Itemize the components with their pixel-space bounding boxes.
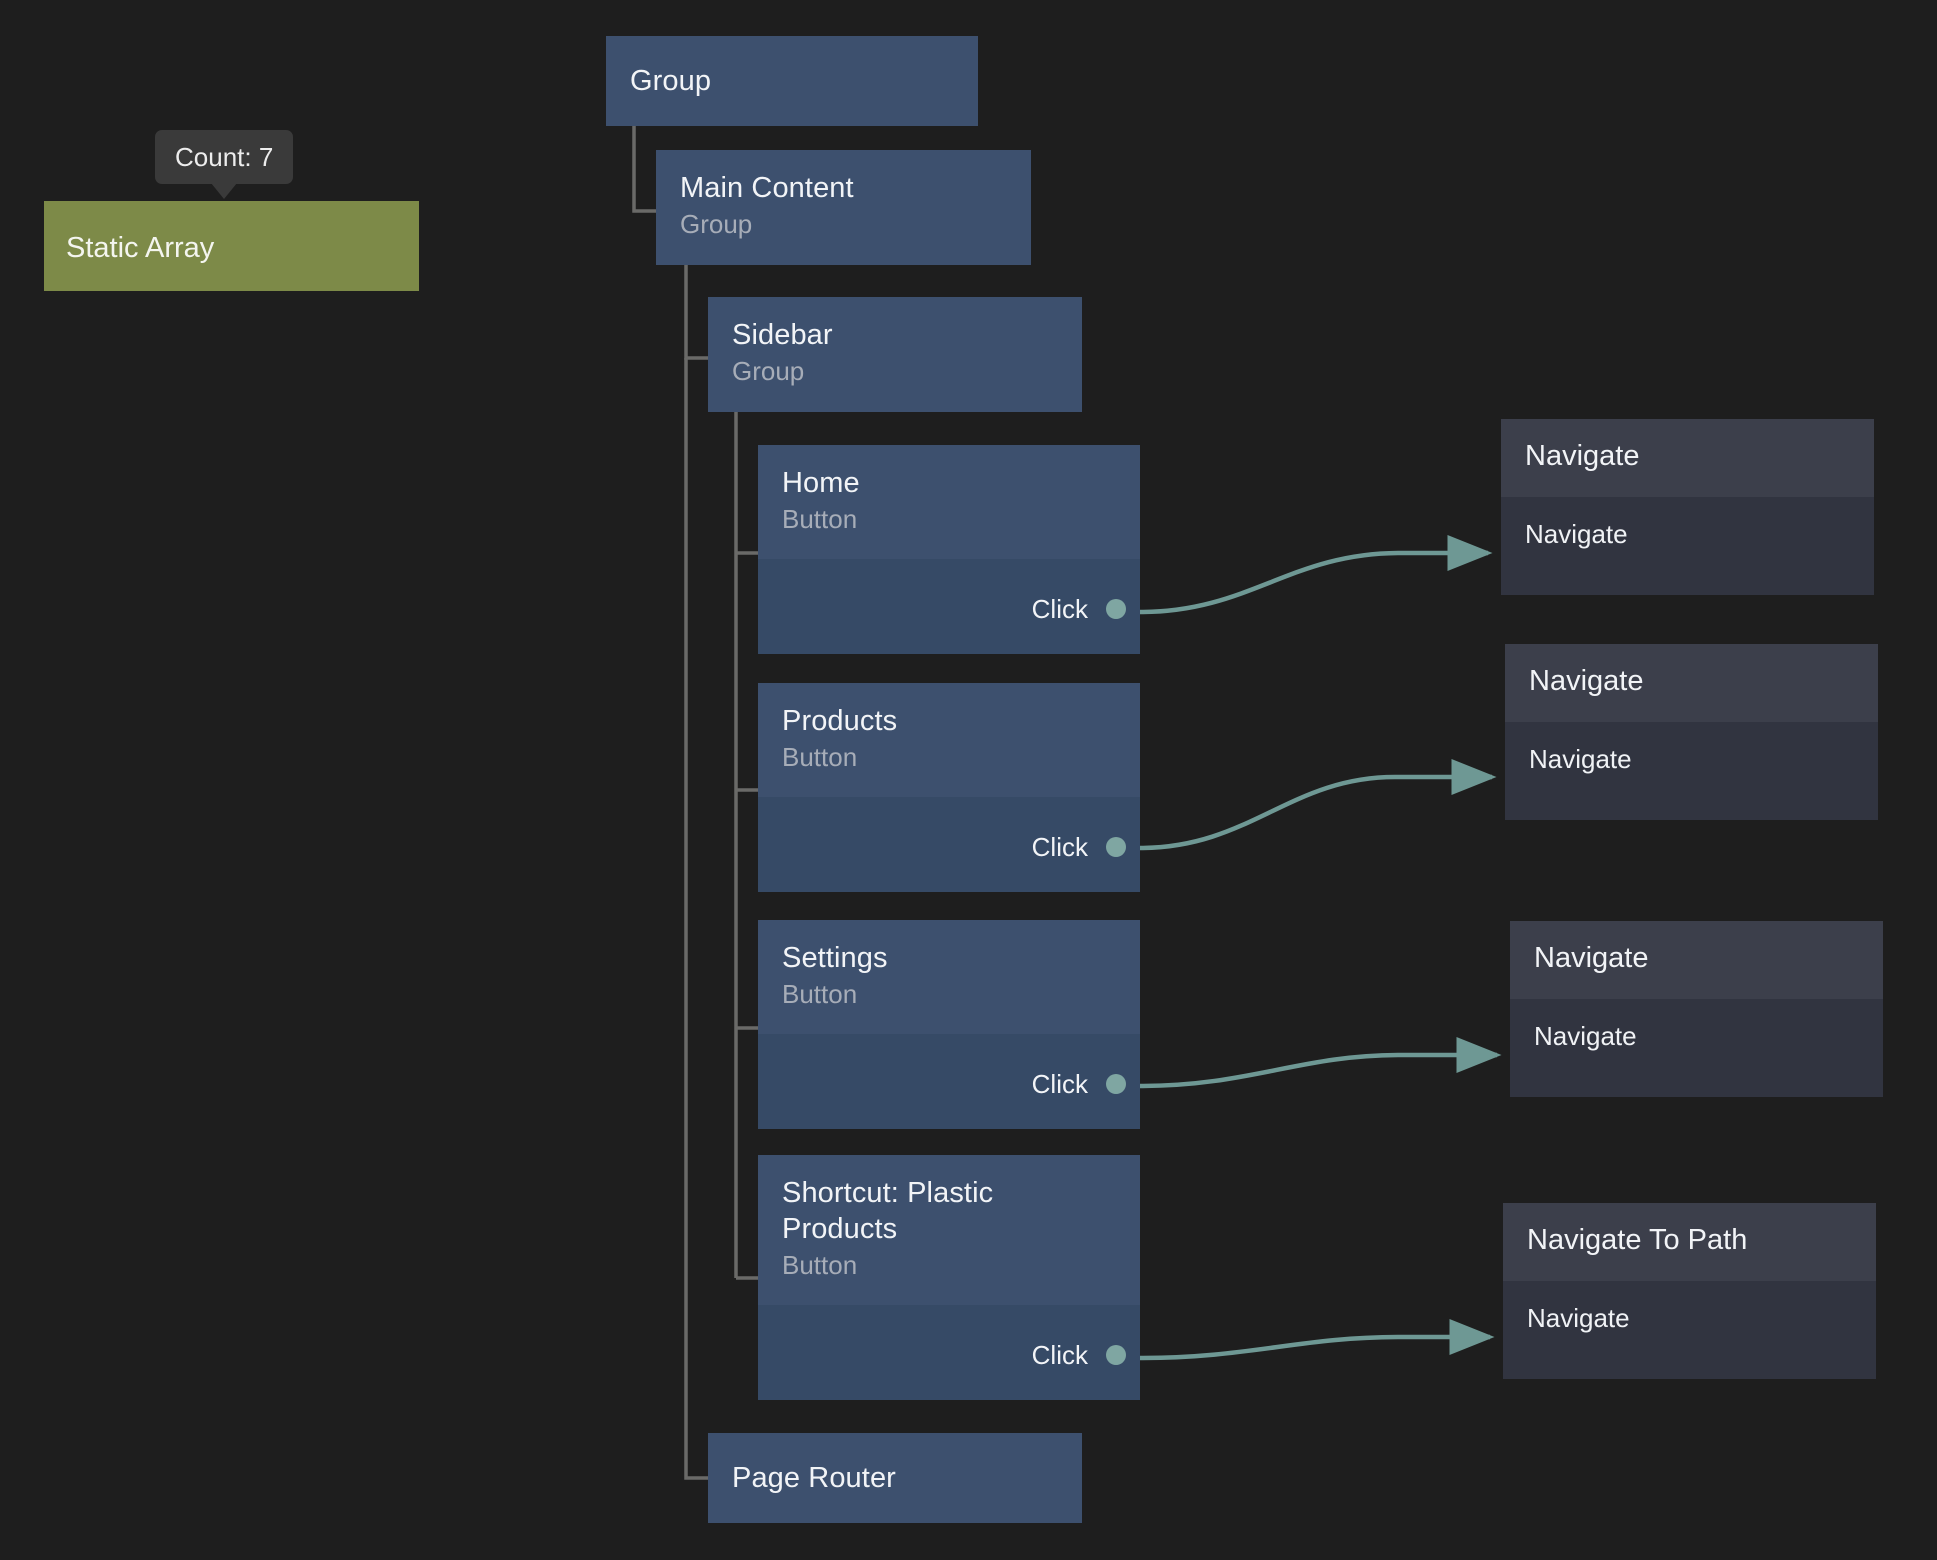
node-settings-subtitle: Button — [782, 979, 858, 1009]
wire-settings-to-navigate — [1139, 1037, 1502, 1089]
node-shortcut-title: Shortcut: Plastic Products — [782, 1177, 1002, 1245]
tree-line-main-router — [684, 358, 708, 1480]
action-node-navigate-settings-title: Navigate — [1534, 942, 1649, 974]
node-home-body: Click — [758, 559, 1140, 654]
node-main-content-header: Main Content Group — [656, 150, 1031, 265]
action-node-navigate-to-path-title: Navigate To Path — [1527, 1224, 1748, 1256]
node-home-header: Home Button — [758, 445, 1140, 559]
node-main-content-subtitle: Group — [680, 209, 753, 239]
node-products-click-port[interactable]: Click — [1031, 832, 1126, 862]
static-array-node[interactable]: Static Array — [44, 201, 419, 291]
action-node-navigate-products[interactable]: Navigate Navigate — [1505, 644, 1878, 820]
node-settings-click-port[interactable]: Click — [1031, 1069, 1126, 1099]
node-products-header: Products Button — [758, 683, 1140, 797]
node-shortcut-click-port[interactable]: Click — [1031, 1340, 1126, 1370]
action-node-navigate-products-header: Navigate — [1505, 644, 1878, 722]
node-sidebar-header: Sidebar Group — [708, 297, 1082, 412]
tree-line-main-sidebar — [684, 265, 708, 360]
port-dot-icon[interactable] — [1106, 1074, 1126, 1094]
action-node-navigate-home-title: Navigate — [1525, 440, 1640, 472]
action-node-navigate-home[interactable]: Navigate Navigate — [1501, 419, 1874, 595]
node-products-click-label: Click — [1031, 832, 1088, 862]
tooltip-arrow-icon — [211, 183, 238, 199]
node-settings-header: Settings Button — [758, 920, 1140, 1034]
node-home-click-port[interactable]: Click — [1031, 594, 1126, 624]
wire-products-to-navigate — [1139, 759, 1497, 851]
node-shortcut-button[interactable]: Shortcut: Plastic Products Button Click — [758, 1155, 1140, 1400]
count-tooltip-label: Count: 7 — [175, 142, 274, 172]
node-shortcut-click-label: Click — [1031, 1340, 1088, 1370]
node-settings-button[interactable]: Settings Button Click — [758, 920, 1140, 1129]
action-node-navigate-to-path-port[interactable]: Navigate — [1527, 1303, 1630, 1333]
node-home-title: Home — [782, 467, 860, 499]
node-sidebar[interactable]: Sidebar Group — [708, 297, 1082, 412]
action-node-navigate-to-path-body: Navigate — [1503, 1281, 1876, 1379]
wire-home-to-navigate — [1139, 535, 1493, 615]
node-shortcut-header: Shortcut: Plastic Products Button — [758, 1155, 1140, 1305]
node-settings-body: Click — [758, 1034, 1140, 1129]
node-group-title: Group — [630, 65, 712, 97]
node-group[interactable]: Group — [606, 36, 978, 126]
node-settings-click-label: Click — [1031, 1069, 1088, 1099]
action-node-navigate-products-body: Navigate — [1505, 722, 1878, 820]
node-sidebar-title: Sidebar — [732, 319, 833, 351]
action-node-navigate-to-path[interactable]: Navigate To Path Navigate — [1503, 1203, 1876, 1379]
node-sidebar-subtitle: Group — [732, 356, 805, 386]
action-node-navigate-to-path-header: Navigate To Path — [1503, 1203, 1876, 1281]
action-node-navigate-home-body: Navigate — [1501, 497, 1874, 595]
action-node-navigate-products-title: Navigate — [1529, 665, 1644, 697]
node-home-click-label: Click — [1031, 594, 1088, 624]
count-tooltip: Count: 7 — [155, 130, 294, 199]
wire-shortcut-to-navigate-to-path — [1139, 1319, 1495, 1361]
static-array-title: Static Array — [66, 232, 215, 264]
node-products-title: Products — [782, 705, 898, 737]
node-main-content-title: Main Content — [680, 172, 854, 204]
action-node-navigate-home-header: Navigate — [1501, 419, 1874, 497]
node-page-router-header: Page Router — [708, 1433, 1082, 1523]
action-node-navigate-settings-port[interactable]: Navigate — [1534, 1021, 1637, 1051]
node-shortcut-body: Click — [758, 1305, 1140, 1400]
node-page-router-title: Page Router — [732, 1462, 896, 1494]
node-settings-title: Settings — [782, 942, 888, 974]
node-page-router[interactable]: Page Router — [708, 1433, 1082, 1523]
node-main-content[interactable]: Main Content Group — [656, 150, 1031, 265]
action-node-navigate-settings-header: Navigate — [1510, 921, 1883, 999]
port-dot-icon[interactable] — [1106, 1345, 1126, 1365]
action-node-navigate-settings-body: Navigate — [1510, 999, 1883, 1097]
tree-line-group-main — [632, 126, 656, 213]
node-home-button[interactable]: Home Button Click — [758, 445, 1140, 654]
action-node-navigate-products-port[interactable]: Navigate — [1529, 744, 1632, 774]
node-home-subtitle: Button — [782, 504, 858, 534]
node-products-body: Click — [758, 797, 1140, 892]
port-dot-icon[interactable] — [1106, 599, 1126, 619]
node-shortcut-subtitle: Button — [782, 1250, 858, 1280]
action-node-navigate-home-port[interactable]: Navigate — [1525, 519, 1628, 549]
port-dot-icon[interactable] — [1106, 837, 1126, 857]
node-group-header: Group — [606, 36, 978, 126]
node-products-subtitle: Button — [782, 742, 858, 772]
node-products-button[interactable]: Products Button Click — [758, 683, 1140, 892]
action-node-navigate-settings[interactable]: Navigate Navigate — [1510, 921, 1883, 1097]
